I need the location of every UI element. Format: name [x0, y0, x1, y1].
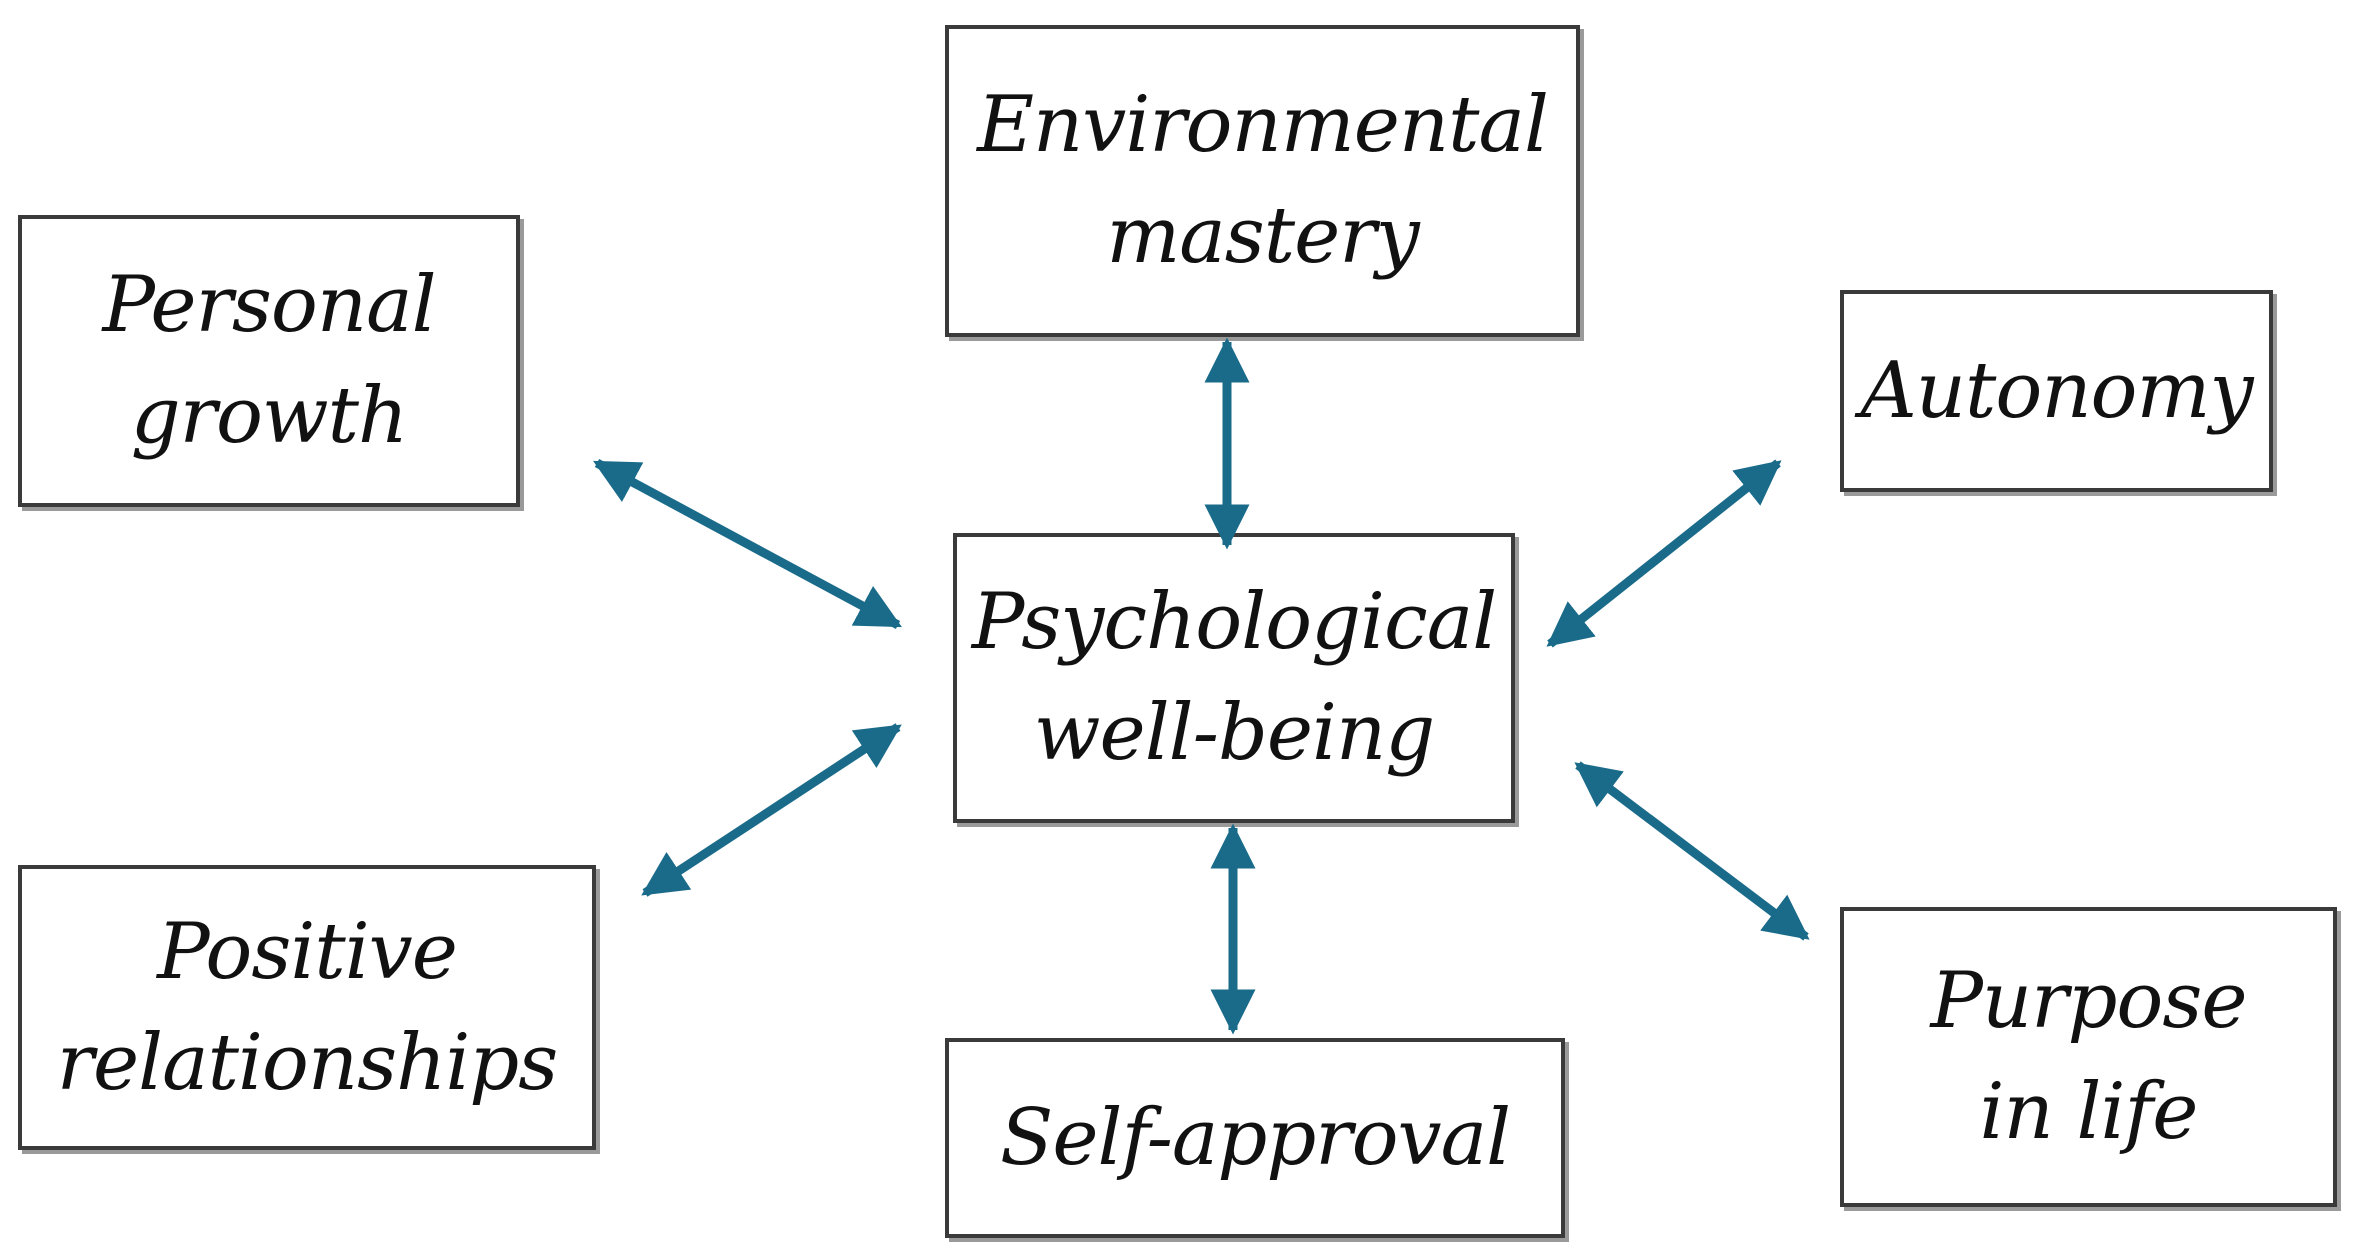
node-personal-growth: Personal growth	[18, 215, 520, 507]
node-label-line1: Self-approval	[999, 1092, 1511, 1183]
node-label-line2: in life	[1979, 1067, 2199, 1157]
node-positive-relationships: Positive relationships	[18, 865, 596, 1150]
node-label-line1: Personal	[102, 260, 436, 351]
node-label-line2: relationships	[56, 1017, 559, 1108]
node-label-line1: Psychological	[971, 577, 1497, 668]
node-label-line1: Environmental	[977, 80, 1549, 171]
arrow-personal-growth	[593, 459, 902, 629]
node-label-line1: Positive	[157, 906, 458, 997]
node-label-line2: well-being	[1033, 688, 1435, 778]
arrow-autonomy	[1546, 459, 1782, 648]
node-label-line1: Autonomy	[1860, 345, 2253, 436]
arrow-purpose-in-life	[1574, 761, 1810, 941]
node-psychological-well-being: Psychological well-being	[953, 533, 1515, 823]
node-autonomy: Autonomy	[1840, 290, 2273, 492]
node-environmental-mastery: Environmental mastery	[945, 25, 1580, 337]
node-label-line1: Purpose	[1930, 956, 2247, 1047]
node-purpose-in-life: Purpose in life	[1840, 907, 2337, 1207]
node-label-line2: growth	[130, 371, 409, 461]
node-label-line2: mastery	[1106, 191, 1419, 281]
node-self-approval: Self-approval	[945, 1038, 1565, 1238]
arrow-positive-relationships	[641, 723, 902, 897]
